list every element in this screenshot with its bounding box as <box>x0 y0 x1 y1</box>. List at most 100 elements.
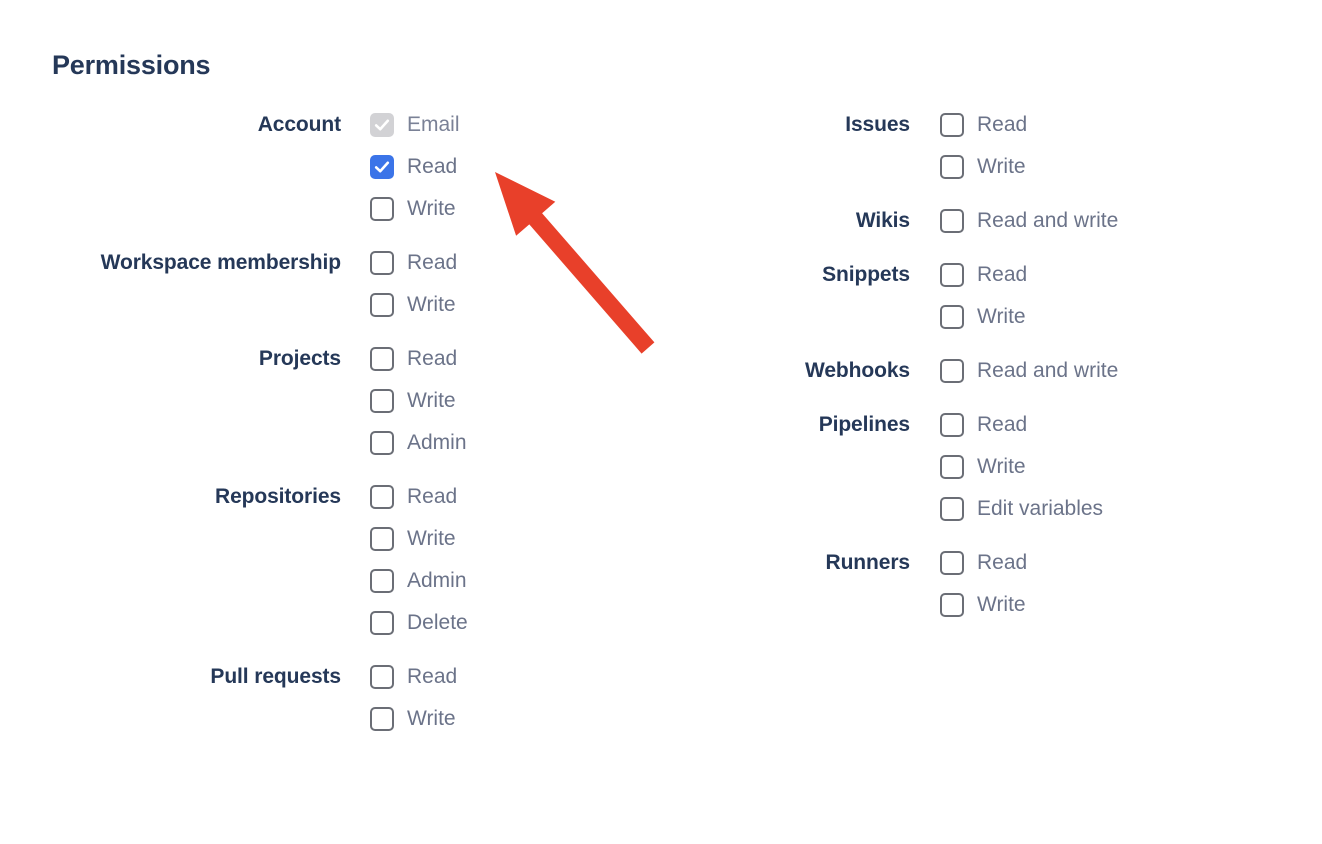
checkbox-snippets-write[interactable] <box>940 305 964 329</box>
checkbox-label[interactable]: Read <box>977 413 1028 436</box>
permission-option-row: Write <box>370 698 457 740</box>
permission-option-row: Admin <box>370 560 468 602</box>
page-title: Permissions <box>52 50 211 80</box>
checkbox-label: Email <box>407 113 460 136</box>
permission-option-row: Read <box>370 338 467 380</box>
permission-group-label: Wikis <box>855 209 910 232</box>
checkbox-label[interactable]: Write <box>977 593 1026 616</box>
permission-option-row: Write <box>940 584 1027 626</box>
permission-option-row: Write <box>940 146 1027 188</box>
permission-group-label: Runners <box>825 551 911 574</box>
checkbox-label[interactable]: Read <box>407 347 458 370</box>
permission-group-label: Snippets <box>822 263 910 286</box>
permission-option-row: Email <box>370 104 460 146</box>
checkbox-account-email <box>370 113 394 137</box>
checkbox-webhooks-read-and-write[interactable] <box>940 359 964 383</box>
permission-group-label: Webhooks <box>805 359 910 382</box>
checkbox-runners-read[interactable] <box>940 551 964 575</box>
checkbox-label[interactable]: Edit variables <box>977 497 1104 520</box>
checkbox-label[interactable]: Admin <box>407 431 467 454</box>
checkbox-issues-write[interactable] <box>940 155 964 179</box>
checkbox-workspace-membership-write[interactable] <box>370 293 394 317</box>
checkbox-workspace-membership-read[interactable] <box>370 251 394 275</box>
checkbox-label[interactable]: Write <box>407 707 456 730</box>
checkbox-runners-write[interactable] <box>940 593 964 617</box>
permission-option-row: Read <box>370 242 457 284</box>
permission-group-webhooks: Webhooks Read and write <box>660 350 1322 392</box>
checkbox-projects-admin[interactable] <box>370 431 394 455</box>
checkbox-label[interactable]: Write <box>977 305 1026 328</box>
checkbox-label[interactable]: Read <box>977 113 1028 136</box>
checkbox-repositories-read[interactable] <box>370 485 394 509</box>
checkbox-pipelines-edit-variables[interactable] <box>940 497 964 521</box>
permission-option-row: Write <box>370 518 468 560</box>
checkbox-label[interactable]: Read and write <box>977 359 1119 382</box>
checkbox-label[interactable]: Delete <box>407 611 468 634</box>
permission-group-wikis: Wikis Read and write <box>660 200 1322 242</box>
checkbox-snippets-read[interactable] <box>940 263 964 287</box>
checkbox-label[interactable]: Read <box>407 251 458 274</box>
checkbox-label[interactable]: Write <box>407 527 456 550</box>
checkbox-label[interactable]: Write <box>407 389 456 412</box>
checkbox-label[interactable]: Write <box>977 455 1026 478</box>
checkbox-label[interactable]: Write <box>407 293 456 316</box>
checkbox-repositories-delete[interactable] <box>370 611 394 635</box>
permission-option-row: Read <box>370 476 468 518</box>
permission-option-list: Read and write <box>940 200 1118 242</box>
permission-option-row: Read and write <box>940 350 1118 392</box>
checkbox-pipelines-write[interactable] <box>940 455 964 479</box>
checkbox-label[interactable]: Read <box>977 551 1028 574</box>
checkbox-issues-read[interactable] <box>940 113 964 137</box>
checkbox-label[interactable]: Read and write <box>977 209 1119 232</box>
checkbox-projects-write[interactable] <box>370 389 394 413</box>
permission-option-row: Write <box>370 284 457 326</box>
permission-option-row: Read <box>940 404 1103 446</box>
checkbox-label[interactable]: Read <box>407 665 458 688</box>
checkbox-account-read[interactable] <box>370 155 394 179</box>
checkbox-label[interactable]: Write <box>407 197 456 220</box>
permission-option-list: Read and write <box>940 350 1118 392</box>
checkbox-account-write[interactable] <box>370 197 394 221</box>
permission-group-label: Repositories <box>215 485 341 508</box>
checkbox-pull-requests-read[interactable] <box>370 665 394 689</box>
permission-option-row: Read <box>940 104 1027 146</box>
checkbox-projects-read[interactable] <box>370 347 394 371</box>
checkbox-wikis-read-and-write[interactable] <box>940 209 964 233</box>
checkbox-pipelines-read[interactable] <box>940 413 964 437</box>
permission-option-row: Read <box>370 656 457 698</box>
checkbox-repositories-write[interactable] <box>370 527 394 551</box>
permission-option-row: Write <box>370 188 460 230</box>
permission-option-row: Write <box>940 296 1027 338</box>
checkbox-label[interactable]: Read <box>977 263 1028 286</box>
permission-option-row: Read <box>370 146 460 188</box>
checkbox-pull-requests-write[interactable] <box>370 707 394 731</box>
checkbox-label[interactable]: Write <box>977 155 1026 178</box>
permission-option-row: Read <box>940 542 1027 584</box>
permission-option-row: Admin <box>370 422 467 464</box>
checkbox-label[interactable]: Read <box>407 155 458 178</box>
permission-group-label: Issues <box>845 113 910 136</box>
checkbox-label[interactable]: Admin <box>407 569 467 592</box>
permission-option-row: Delete <box>370 602 468 644</box>
checkbox-label[interactable]: Read <box>407 485 458 508</box>
permission-group-label: Workspace membership <box>100 251 341 274</box>
permission-option-row: Write <box>940 446 1103 488</box>
checkbox-repositories-admin[interactable] <box>370 569 394 593</box>
permission-group-label: Projects <box>258 347 341 370</box>
